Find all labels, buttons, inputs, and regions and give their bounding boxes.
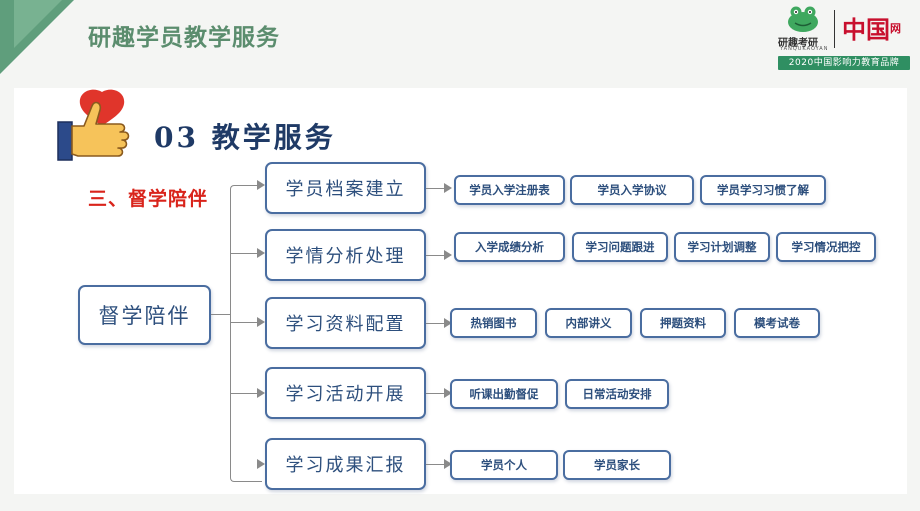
branch-line — [231, 393, 259, 394]
section-subtitle: 三、督学陪伴 — [88, 188, 209, 210]
leaf-item: 热销图书 — [450, 308, 537, 338]
arrow-icon — [444, 318, 452, 328]
leaf-item: 学员学习习惯了解 — [700, 175, 826, 205]
frog-logo-icon — [788, 6, 818, 32]
leaf-item: 学习问题跟进 — [572, 232, 668, 262]
branch-line — [426, 464, 448, 465]
category-materials: 学习资料配置 — [265, 297, 426, 349]
arrow-icon — [257, 248, 265, 258]
branch-line — [426, 323, 448, 324]
partner-logo-suffix: 网 — [890, 22, 901, 35]
leaf-item: 内部讲义 — [545, 308, 632, 338]
arrow-icon — [257, 388, 265, 398]
arrow-icon — [444, 388, 452, 398]
leaf-item: 日常活动安排 — [565, 379, 669, 409]
category-activities: 学习活动开展 — [265, 367, 426, 419]
root-connector — [211, 314, 231, 315]
category-archive: 学员档案建立 — [265, 162, 426, 214]
arrow-icon — [444, 459, 452, 469]
partner-logo: 中国 — [842, 15, 890, 44]
corner-decoration-light — [14, 0, 62, 48]
branch-line — [426, 188, 448, 189]
brand-divider — [834, 10, 835, 48]
brand-logo: 研趣考研 YANQUKAOYAN 中国 网 2020中国影响力教育品牌 — [778, 6, 910, 70]
leaf-item: 学员家长 — [563, 450, 671, 480]
leaf-item: 学员入学注册表 — [454, 175, 565, 205]
tree-bracket — [230, 185, 262, 482]
brand-subname: YANQUKAOYAN — [780, 46, 829, 52]
header-bar: 研趣学员教学服务 研趣考研 YANQUKAOYAN 中国 网 2020中国影响力… — [0, 0, 920, 80]
arrow-icon — [444, 250, 452, 260]
leaf-item: 入学成绩分析 — [454, 232, 565, 262]
arrow-icon — [257, 459, 265, 469]
leaf-item: 学习情况把控 — [776, 232, 876, 262]
brand-badge: 2020中国影响力教育品牌 — [778, 56, 910, 70]
brand-name: 研趣考研 — [778, 38, 818, 49]
leaf-item: 听课出勤督促 — [450, 379, 558, 409]
arrow-icon — [257, 317, 265, 327]
thumbs-up-icon — [57, 89, 130, 161]
leaf-item: 学习计划调整 — [674, 232, 770, 262]
branch-line — [426, 255, 448, 256]
leaf-item: 学员个人 — [450, 450, 558, 480]
leaf-item: 模考试卷 — [734, 308, 820, 338]
arrow-icon — [444, 183, 452, 193]
section-title: 03 教学服务 — [154, 121, 336, 154]
header-title: 研趣学员教学服务 — [88, 25, 280, 51]
category-analysis: 学情分析处理 — [265, 229, 426, 281]
category-reporting: 学习成果汇报 — [265, 438, 426, 490]
branch-line — [426, 393, 448, 394]
leaf-item: 押题资料 — [640, 308, 726, 338]
arrow-icon — [257, 180, 265, 190]
branch-line — [231, 253, 259, 254]
slide-content: 03 教学服务 三、督学陪伴 督学陪伴 学员档案建立 学情分析处理 学习资料配置… — [14, 88, 907, 494]
root-node: 督学陪伴 — [78, 285, 211, 345]
branch-line — [231, 322, 259, 323]
leaf-item: 学员入学协议 — [570, 175, 694, 205]
